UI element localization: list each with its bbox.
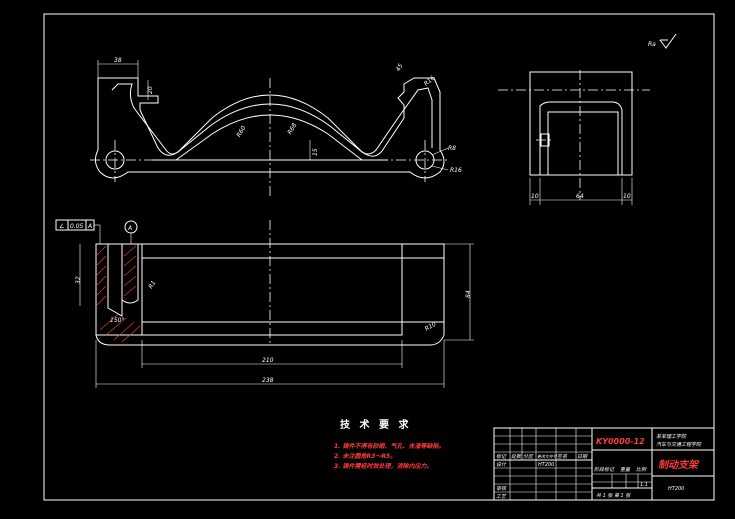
- dim-top-width: 38: [114, 57, 122, 64]
- tb-row-label-0: 标记: [496, 453, 507, 460]
- tb-left-label-2: 工艺: [496, 493, 507, 500]
- side-view: 10 64 10: [498, 70, 650, 205]
- tb-stage-label-0: 阶段标记: [594, 466, 615, 473]
- tolerance-frame: ∠ 0.05 A: [55, 219, 101, 244]
- datum-a: A: [124, 220, 138, 244]
- tb-stage-label-1: 重量: [620, 466, 631, 473]
- tb-left-label-0: 设计: [496, 461, 507, 468]
- dim-section-height: 32: [75, 276, 82, 284]
- dim-r-right-inner: R68: [286, 122, 298, 136]
- tech-requirements: 技 术 要 求 1. 铸件不得有砂眼、气孔、夹渣等缺陷。 2. 未注圆角R3～R…: [334, 418, 445, 470]
- title-block: 标记 处数 分区 更改文件号 签名 日期 设计 审核 工艺 HT200 KY00…: [493, 427, 715, 501]
- tb-drawing-no: KY0000-12: [596, 437, 645, 446]
- tb-sheet-info: 共 1 张 第 1 张: [596, 492, 631, 499]
- dim-r-left-inner: R60: [235, 125, 247, 139]
- front-view: 38 20 45 R16 R60 R68 15 R8 R16: [90, 57, 462, 198]
- tb-school-line1: 某某理工学院: [656, 433, 687, 440]
- svg-text:∠: ∠: [59, 223, 64, 230]
- tech-item-2: 2. 未注圆角R3～R5。: [334, 452, 396, 460]
- dim-r-right-top: R16: [423, 74, 437, 87]
- tb-row-label-4: 签名: [557, 453, 568, 460]
- tech-requirements-heading: 技 术 要 求: [340, 418, 411, 431]
- tb-material: HT200: [538, 462, 554, 468]
- drawing-border: [43, 13, 715, 501]
- roughness-symbol: Ra: [648, 33, 677, 49]
- dim-side-mid: 64: [576, 193, 584, 200]
- tech-item-3: 3. 铸件需经时效处理，消除内应力。: [334, 462, 433, 470]
- section-view: ∠ 0.05 A A 32 150° R1 210 238 84 R10: [55, 219, 474, 388]
- tb-row-label-5: 日期: [577, 453, 588, 460]
- tb-material-right: HT200: [668, 486, 684, 492]
- tb-stage-label-2: 比例: [636, 466, 647, 473]
- tech-item-1: 1. 铸件不得有砂眼、气孔、夹渣等缺陷。: [334, 442, 445, 450]
- tb-left-label-1: 审核: [496, 485, 507, 492]
- svg-text:0.05: 0.05: [70, 223, 84, 230]
- dim-overall-length: 238: [262, 377, 274, 384]
- tb-row-label-3: 更改文件号: [537, 454, 558, 459]
- dim-height-right: 84: [465, 290, 472, 298]
- dim-side-right: 10: [623, 193, 631, 200]
- dim-rib-height: 15: [312, 148, 319, 156]
- svg-text:A: A: [127, 225, 132, 232]
- svg-text:A: A: [87, 223, 92, 230]
- dim-r-fillet: R1: [147, 280, 157, 290]
- dim-top-angle: 45: [395, 62, 405, 72]
- dim-r-hole-2: R16: [450, 167, 462, 174]
- tb-part-name: 制动支架: [658, 459, 700, 471]
- dim-inner-angle: 150°: [110, 317, 124, 324]
- tb-scale: 1:1: [640, 482, 648, 488]
- svg-text:Ra: Ra: [648, 41, 656, 48]
- hatch-region: [95, 245, 141, 343]
- dim-slot-depth: 20: [147, 86, 154, 94]
- dim-r-hole-1: R8: [448, 145, 456, 152]
- tb-row-label-1: 处数: [511, 453, 522, 460]
- tb-row-label-2: 分区: [523, 453, 534, 460]
- tb-school-line2: 汽车与交通工程学院: [656, 441, 702, 448]
- dim-side-left: 10: [531, 193, 539, 200]
- dim-inner-length: 210: [262, 357, 274, 364]
